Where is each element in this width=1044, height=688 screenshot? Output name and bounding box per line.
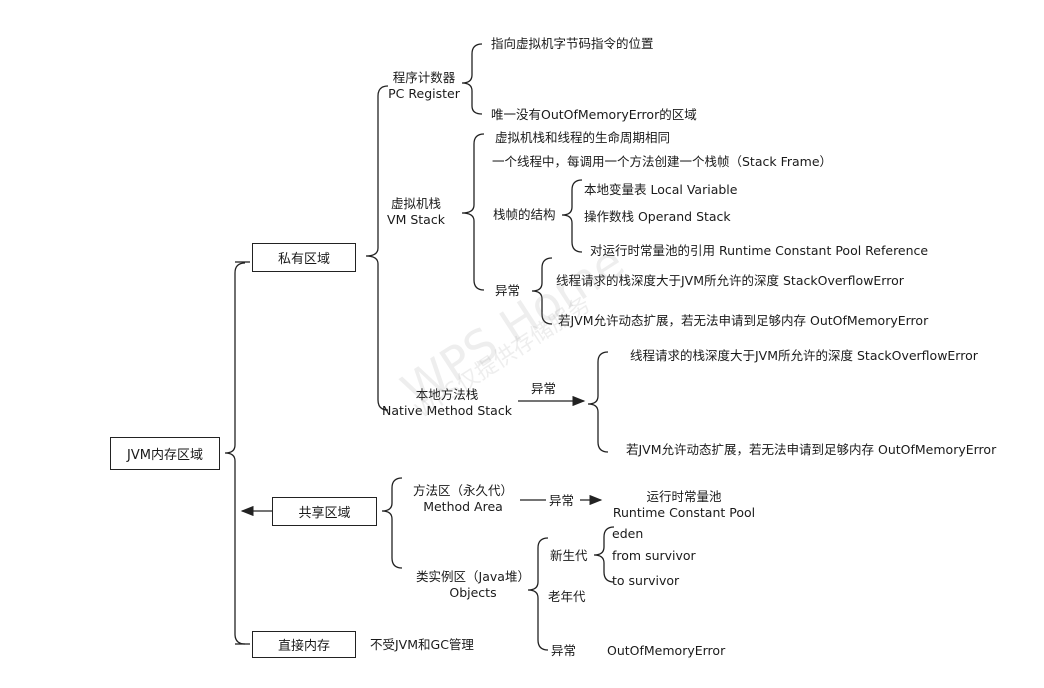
private-region-node[interactable]: 私有区域: [252, 243, 356, 272]
vmstack-brace: [461, 133, 485, 291]
pc-brace: [461, 43, 483, 115]
method-area-node[interactable]: 方法区（永久代） Method Area: [406, 483, 520, 515]
native-stack-node[interactable]: 本地方法栈 Native Method Stack: [379, 387, 515, 419]
heap-en: Objects: [449, 585, 497, 600]
frame-item-1: 本地变量表 Local Variable: [584, 182, 738, 197]
young-generation-label[interactable]: 新生代: [550, 548, 588, 563]
vmstack-name: 虚拟机栈: [390, 196, 441, 211]
direct-memory-note: 不受JVM和GC管理: [370, 637, 474, 652]
heap-exception-value: OutOfMemoryError: [607, 643, 726, 658]
pc-item-2: 唯一没有OutOfMemoryError的区域: [491, 107, 697, 122]
frame-item-3: 对运行时常量池的引用 Runtime Constant Pool Referen…: [590, 243, 929, 258]
native-stack-name: 本地方法栈: [415, 387, 479, 402]
native-exception-label: 异常: [531, 381, 557, 396]
vm-exception-item-2: 若JVM允许动态扩展，若无法申请到足够内存 OutOfMemoryError: [558, 313, 929, 328]
vmstack-en: VM Stack: [387, 212, 445, 227]
method-area-name: 方法区（永久代）: [412, 483, 513, 498]
vm-exception-item-1: 线程请求的栈深度大于JVM所允许的深度 StackOverflowError: [556, 273, 904, 288]
young-brace: [593, 526, 615, 583]
root-node[interactable]: JVM内存区域: [110, 437, 220, 470]
heap-name: 类实例区（Java堆）: [416, 569, 530, 584]
pc-register-name: 程序计数器: [392, 70, 456, 85]
private-brace: [365, 85, 389, 411]
pc-item-1: 指向虚拟机字节码指令的位置: [491, 36, 654, 51]
pc-register-en: PC Register: [388, 86, 460, 101]
method-exception-label: 异常: [549, 493, 575, 508]
shared-brace: [381, 477, 403, 569]
frame-brace: [561, 179, 583, 253]
shared-region-node[interactable]: 共享区域: [272, 497, 377, 526]
constant-pool-node[interactable]: 运行时常量池 Runtime Constant Pool: [606, 489, 762, 521]
native-item-1: 线程请求的栈深度大于JVM所允许的深度 StackOverflowError: [630, 348, 978, 363]
root-brace: [224, 262, 246, 645]
young-item-to: to survivor: [612, 573, 680, 588]
native-brace: [587, 351, 609, 453]
frame-item-2: 操作数栈 Operand Stack: [584, 209, 731, 224]
method-area-en: Method Area: [423, 499, 503, 514]
young-item-from: from survivor: [612, 548, 696, 563]
vmstack-node[interactable]: 虚拟机栈 VM Stack: [376, 196, 456, 228]
direct-memory-node[interactable]: 直接内存: [252, 631, 356, 658]
vm-exception-brace: [531, 257, 553, 325]
constant-pool-en: Runtime Constant Pool: [612, 505, 756, 520]
old-generation-label[interactable]: 老年代: [548, 589, 586, 604]
pc-register-node[interactable]: 程序计数器 PC Register: [384, 70, 464, 102]
vmstack-item-1: 虚拟机栈和线程的生命周期相同: [495, 130, 671, 145]
heap-brace: [527, 537, 549, 651]
native-item-2: 若JVM允许动态扩展，若无法申请到足够内存 OutOfMemoryError: [626, 442, 997, 457]
vmstack-item-2: 一个线程中，每调用一个方法创建一个栈帧（Stack Frame）: [492, 154, 833, 169]
constant-pool-name: 运行时常量池: [646, 489, 722, 504]
vm-exception-label[interactable]: 异常: [495, 283, 521, 298]
young-item-eden: eden: [612, 526, 644, 541]
native-stack-en: Native Method Stack: [382, 403, 512, 418]
heap-node[interactable]: 类实例区（Java堆） Objects: [408, 569, 538, 601]
heap-exception-label[interactable]: 异常: [551, 643, 577, 658]
frame-structure-label[interactable]: 栈帧的结构: [493, 207, 556, 222]
